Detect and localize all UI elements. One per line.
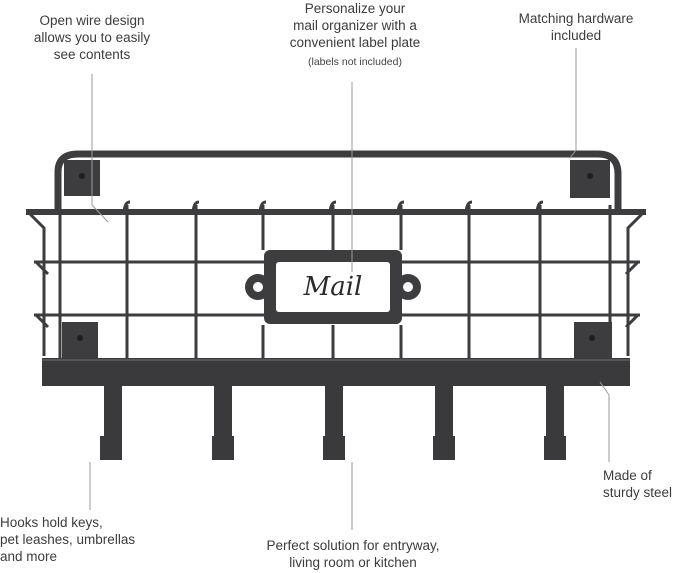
hook-1 [100,386,122,460]
callout-solution: Perfect solution for entryway, living ro… [246,537,460,571]
callout-wire-design-line-1: Open wire design [39,13,145,28]
hook-row [100,386,566,460]
vertical-wires [58,205,612,362]
callout-hardware: Matching hardware included [506,10,646,44]
hook-5 [544,386,566,460]
pointer-lines [89,48,610,530]
hook-3 [323,386,345,460]
hook-4 [433,386,455,460]
callout-wire-design-line-3: see contents [53,47,131,62]
callout-label-plate-line-1: Personalize your [304,1,406,16]
callout-label-note: (labels not included) [308,56,402,68]
hook-2 [212,386,234,460]
callout-hooks: Hooks hold keys, pet leashes, umbrellas … [0,514,160,565]
callout-label-plate-line-3: convenient label plate [289,35,421,50]
callout-wire-design: Open wire design allows you to easily se… [22,12,162,63]
callout-label-plate: Personalize your mail organizer with a c… [270,0,440,71]
callout-hardware-line-2: included [550,28,602,43]
callout-hooks-line-1: Hooks hold keys, [0,515,103,530]
label-plate-text: Mail [303,272,363,302]
callout-wire-design-line-2: allows you to easily [33,30,151,45]
back-handle-bar [54,150,622,214]
callout-steel: Made of sturdy steel [603,467,679,501]
callout-hardware-line-1: Matching hardware [518,11,634,26]
callout-solution-line-1: Perfect solution for entryway, [266,538,440,553]
callout-steel-line-1: Made of [603,468,652,483]
callout-solution-line-2: living room or kitchen [289,555,417,570]
callout-steel-line-2: sturdy steel [603,485,673,500]
label-plate [245,250,421,324]
base-tray [42,358,630,386]
callout-hooks-line-2: pet leashes, umbrellas [0,532,136,547]
callout-hooks-line-3: and more [0,549,58,564]
basket-top-rim [26,209,646,215]
callout-label-plate-line-2: mail organizer with a [293,18,417,33]
